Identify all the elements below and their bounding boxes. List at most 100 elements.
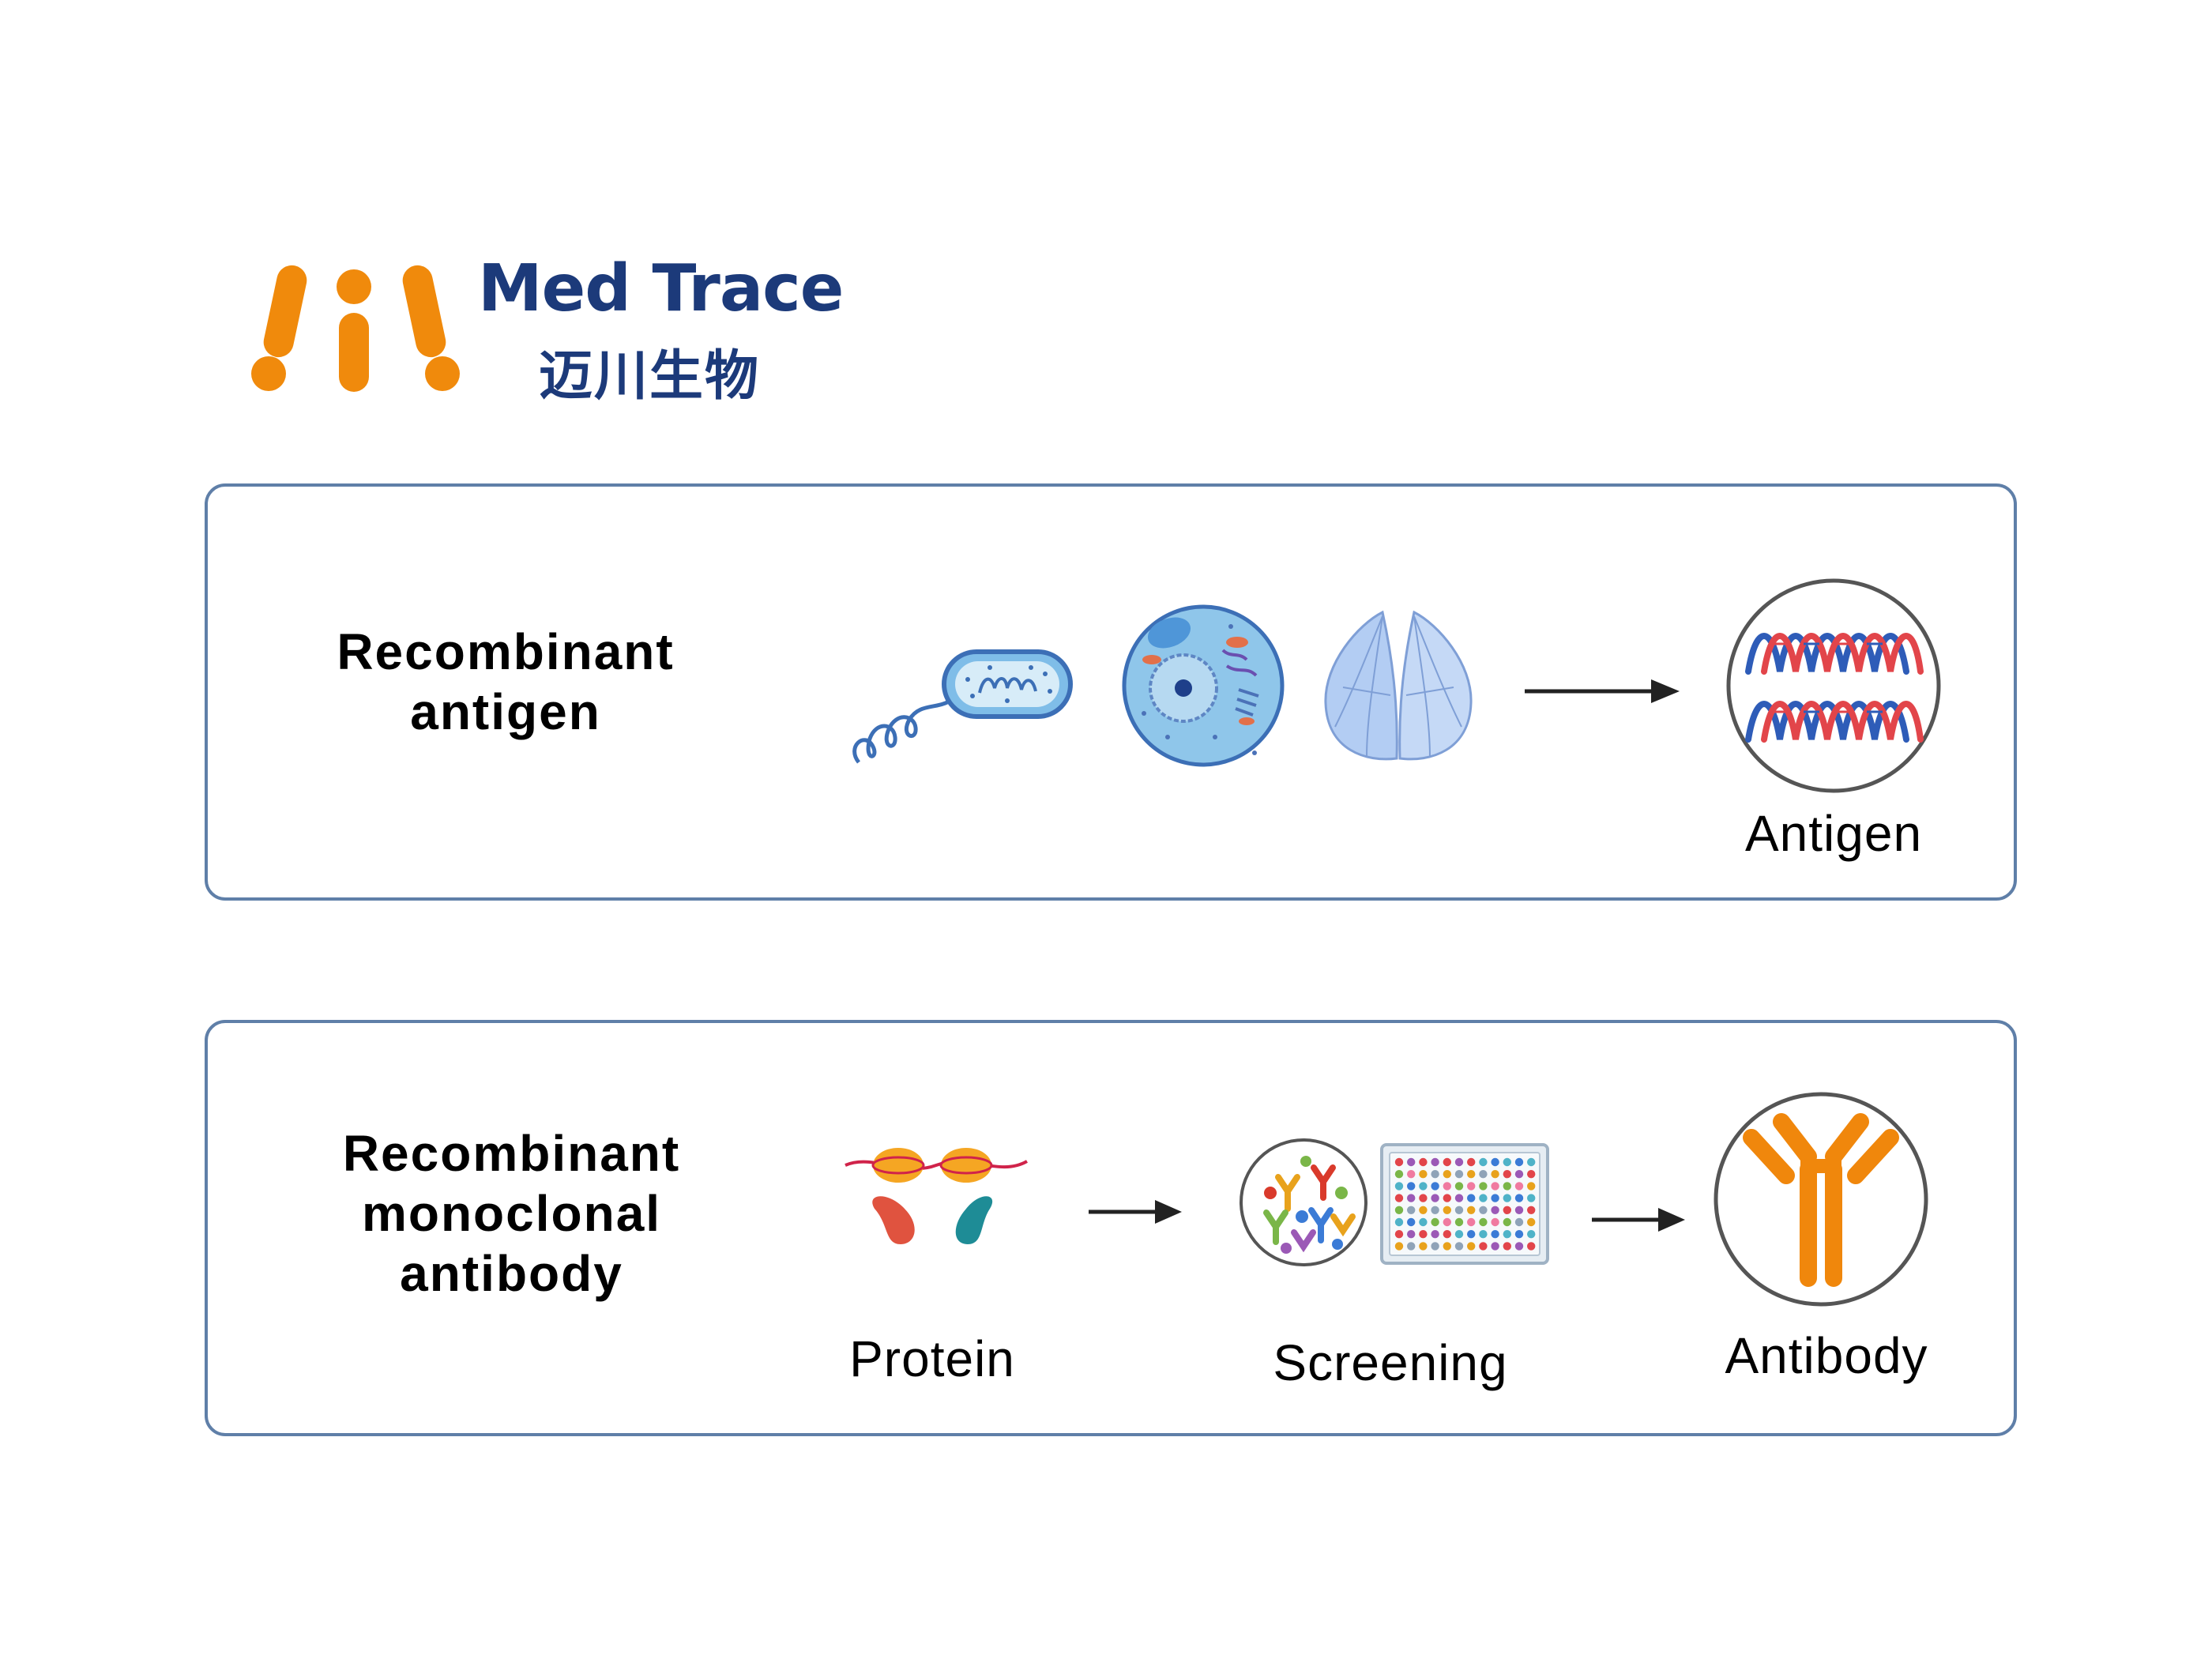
plate-well — [1443, 1194, 1451, 1202]
recombinant-antigen-panel — [205, 483, 2017, 901]
plate-well — [1443, 1157, 1451, 1167]
plate-well — [1467, 1217, 1476, 1227]
plate-well — [1443, 1182, 1451, 1191]
plate-well — [1407, 1157, 1416, 1167]
plate-well — [1467, 1194, 1476, 1202]
plate-well — [1407, 1170, 1416, 1179]
plate-well — [1503, 1217, 1511, 1227]
plate-well — [1431, 1194, 1439, 1202]
plate-well — [1431, 1217, 1439, 1227]
plate-well — [1514, 1206, 1524, 1214]
plate-well — [1454, 1230, 1464, 1239]
plate-well — [1514, 1182, 1524, 1191]
plate-well — [1503, 1194, 1511, 1202]
plate-well — [1394, 1182, 1404, 1191]
plate-well — [1467, 1206, 1476, 1214]
plate-well — [1467, 1170, 1476, 1179]
recombinant-monoclonal-antibody-panel — [205, 1020, 2017, 1436]
plate-well — [1479, 1206, 1488, 1214]
plate-well — [1467, 1242, 1476, 1251]
plate-well — [1419, 1182, 1428, 1191]
plate-well — [1514, 1230, 1524, 1239]
plate-well — [1503, 1242, 1511, 1251]
plate-well — [1407, 1230, 1416, 1239]
plate-well — [1454, 1170, 1464, 1179]
antibody-label: Antibody — [1725, 1327, 1928, 1384]
plate-well — [1431, 1170, 1439, 1179]
plate-well — [1491, 1182, 1499, 1191]
plate-well — [1454, 1182, 1464, 1191]
plate-well — [1514, 1242, 1524, 1251]
title-line: Recombinant — [342, 1125, 681, 1182]
plate-well — [1491, 1194, 1499, 1202]
plate-well — [1503, 1157, 1511, 1167]
plate-well — [1491, 1206, 1499, 1214]
animal-cell-icon — [1122, 604, 1285, 767]
plate-well — [1394, 1242, 1404, 1251]
plate-well — [1491, 1230, 1499, 1239]
plate-well — [1394, 1170, 1404, 1179]
plate-well — [1527, 1242, 1536, 1251]
plate-well — [1419, 1217, 1428, 1227]
96-well-plate-icon — [1380, 1143, 1549, 1265]
plate-well — [1467, 1182, 1476, 1191]
plate-well — [1479, 1217, 1488, 1227]
insect-wings-icon — [1324, 610, 1473, 761]
arrow-right-icon[interactable] — [1089, 1194, 1183, 1230]
logo-name-cn: 迈川生物 — [539, 345, 761, 408]
plate-well — [1431, 1206, 1439, 1214]
plate-well — [1491, 1217, 1499, 1227]
antibody-library-icon — [1240, 1138, 1367, 1266]
logo-name-en: Med Trace — [478, 251, 844, 326]
plate-well — [1431, 1182, 1439, 1191]
plate-well — [1454, 1242, 1464, 1251]
plate-well — [1527, 1217, 1536, 1227]
antigen-label: Antigen — [1744, 805, 1923, 862]
plate-well — [1407, 1182, 1416, 1191]
plate-well — [1394, 1206, 1404, 1214]
plate-well — [1527, 1206, 1536, 1214]
plate-well — [1394, 1217, 1404, 1227]
plate-well — [1503, 1182, 1511, 1191]
plate-well — [1454, 1157, 1464, 1167]
recombinant-antigen-title: Recombinant antigen — [300, 622, 711, 742]
plate-well — [1479, 1242, 1488, 1251]
plate-well — [1514, 1170, 1524, 1179]
dna-double-helix-icon[interactable] — [1725, 577, 1943, 795]
plate-well — [1479, 1157, 1488, 1167]
plate-well — [1419, 1157, 1428, 1167]
plate-well — [1479, 1194, 1488, 1202]
plate-well — [1491, 1170, 1499, 1179]
plate-well — [1491, 1157, 1499, 1167]
plate-well — [1407, 1194, 1416, 1202]
plate-well — [1491, 1242, 1499, 1251]
plate-well — [1527, 1230, 1536, 1239]
arrow-right-icon[interactable] — [1525, 673, 1683, 709]
arrow-right-icon[interactable] — [1592, 1202, 1687, 1238]
plate-well — [1454, 1206, 1464, 1214]
plate-well — [1479, 1230, 1488, 1239]
plate-well — [1467, 1230, 1476, 1239]
recombinant-monoclonal-antibody-title: Recombinant monoclonal antibody — [300, 1123, 723, 1304]
plate-well — [1419, 1206, 1428, 1214]
plate-well — [1503, 1230, 1511, 1239]
antibody-y-icon[interactable] — [1712, 1090, 1930, 1308]
plate-well — [1443, 1170, 1451, 1179]
plate-well — [1443, 1242, 1451, 1251]
plate-well — [1431, 1230, 1439, 1239]
protein-label: Protein — [849, 1330, 1015, 1387]
plate-well — [1443, 1217, 1451, 1227]
plate-well — [1454, 1194, 1464, 1202]
title-line: antigen — [410, 683, 601, 740]
plate-well — [1431, 1242, 1439, 1251]
plate-well — [1394, 1157, 1404, 1167]
bacterium-icon — [852, 649, 1073, 764]
plate-well — [1407, 1242, 1416, 1251]
plate-well — [1454, 1217, 1464, 1227]
title-line: antibody — [400, 1245, 623, 1302]
plate-well — [1443, 1206, 1451, 1214]
plate-well — [1479, 1182, 1488, 1191]
title-line: Recombinant — [337, 623, 675, 680]
plate-well — [1407, 1217, 1416, 1227]
